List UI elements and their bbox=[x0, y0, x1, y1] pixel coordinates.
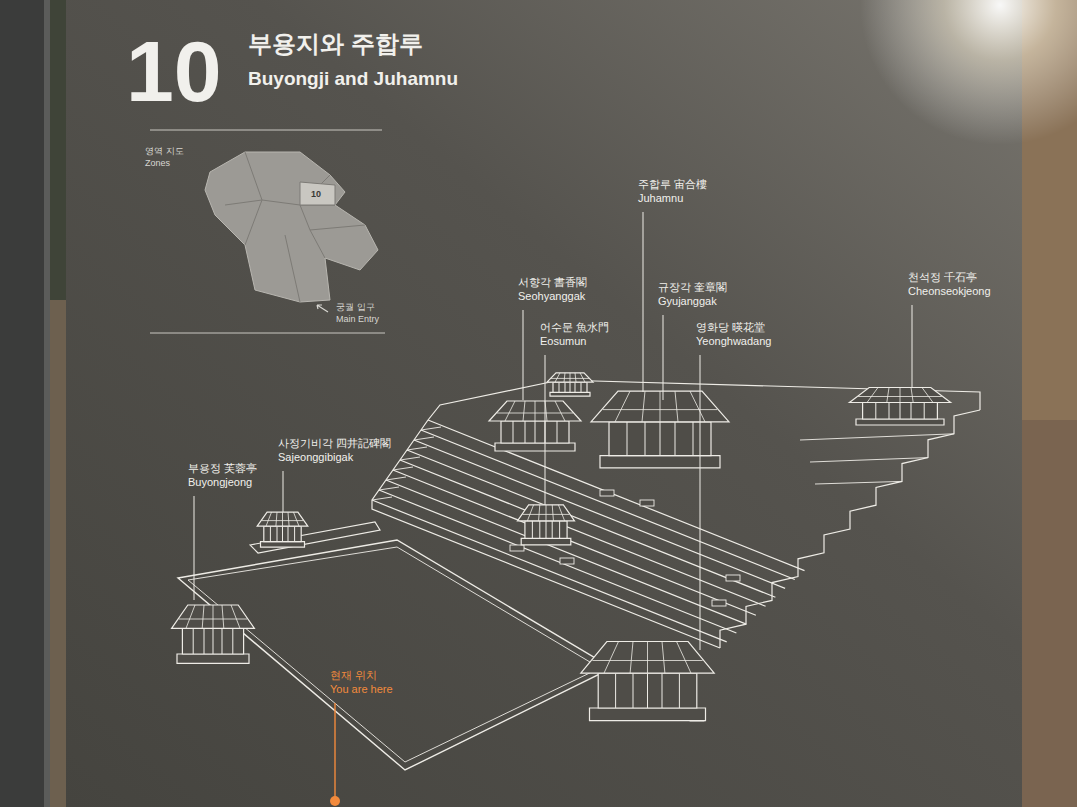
art-line bbox=[379, 490, 736, 633]
art-line bbox=[643, 212, 644, 392]
sun-glare bbox=[860, 0, 1077, 145]
art-polygon bbox=[300, 182, 335, 205]
art-line bbox=[334, 703, 335, 798]
art-path bbox=[800, 434, 954, 484]
zone-number: 10 bbox=[126, 28, 222, 114]
stone-steps bbox=[510, 490, 740, 721]
building-name: 서향각 書香閣 bbox=[518, 276, 587, 289]
art-line bbox=[150, 333, 385, 334]
building-name-english: Sajeonggibigak bbox=[278, 451, 353, 464]
building-name: 부용정 芙蓉亭 bbox=[188, 462, 257, 475]
building-name-english: Juhamnu bbox=[638, 192, 683, 205]
art-use bbox=[581, 642, 714, 721]
entry-label: 궁궐 입구 bbox=[336, 302, 375, 313]
art-polygon bbox=[205, 152, 378, 302]
building-name-english: Gyujanggak bbox=[658, 295, 717, 308]
art-line bbox=[372, 500, 727, 642]
art-path bbox=[225, 152, 365, 302]
art-line bbox=[194, 496, 195, 600]
art-rect bbox=[510, 545, 524, 551]
art-line bbox=[283, 471, 284, 512]
art-rect bbox=[44, 0, 50, 807]
art-use bbox=[489, 401, 581, 451]
terraces bbox=[250, 380, 980, 648]
building-name-english: Buyongjeong bbox=[188, 476, 252, 489]
building-name-english: Yeonghwadang bbox=[696, 335, 771, 348]
art-use bbox=[172, 605, 255, 663]
building-name-english: Cheonseokjeong bbox=[908, 285, 991, 298]
art-use bbox=[547, 373, 593, 396]
leader-lines bbox=[194, 212, 912, 650]
art-line bbox=[700, 355, 701, 650]
sign-panel bbox=[66, 0, 1022, 807]
map-zone-number: 10 bbox=[311, 189, 321, 200]
sign-title: 부용지와 주합루 bbox=[248, 30, 423, 59]
art-line bbox=[663, 315, 664, 400]
building-name: 사정기비각 四井記碑閣 bbox=[278, 437, 391, 450]
art-rect bbox=[1020, 420, 1077, 807]
art-line bbox=[421, 430, 795, 580]
art-rect bbox=[560, 558, 574, 564]
art-rect bbox=[0, 0, 48, 807]
art-line bbox=[912, 305, 913, 388]
art-use bbox=[257, 512, 308, 547]
art-line bbox=[150, 130, 382, 131]
building-name: 규장각 奎章閣 bbox=[658, 281, 727, 294]
building-name: 어수문 魚水門 bbox=[540, 321, 609, 334]
art-circle bbox=[330, 796, 340, 806]
art-use bbox=[591, 391, 729, 468]
you-are-here-marker bbox=[330, 703, 340, 806]
art-rect bbox=[712, 600, 726, 606]
art-use bbox=[517, 505, 574, 545]
building-name: 영화당 暎花堂 bbox=[696, 321, 765, 334]
art-polygon bbox=[188, 547, 600, 762]
art-rect bbox=[640, 500, 654, 506]
map-heading: 영역 지도 bbox=[145, 146, 184, 157]
header-rules bbox=[150, 130, 385, 333]
art-polyline bbox=[720, 410, 980, 648]
art-path bbox=[317, 305, 328, 312]
map-heading-english: Zones bbox=[145, 158, 170, 169]
location-marker-label-english: You are here bbox=[330, 683, 393, 696]
art-line bbox=[386, 480, 746, 624]
entry-label-english: Main Entry bbox=[336, 314, 379, 325]
art-line bbox=[545, 355, 546, 505]
art-line bbox=[407, 450, 775, 597]
art-rect bbox=[600, 490, 614, 496]
art-rect bbox=[726, 575, 740, 581]
building-name: 주합루 宙合樓 bbox=[638, 178, 707, 191]
zone-map bbox=[205, 152, 378, 312]
building-name: 천석정 千石亭 bbox=[908, 271, 977, 284]
building-name-english: Seohyanggak bbox=[518, 290, 585, 303]
art-line bbox=[523, 310, 524, 400]
buildings bbox=[172, 373, 951, 721]
title-english: Buyongji and Juhamnu bbox=[248, 68, 458, 91]
art-use bbox=[849, 388, 950, 426]
building-name-english: Eosumun bbox=[540, 335, 586, 348]
location-marker-label: 현재 위치 bbox=[330, 669, 377, 682]
